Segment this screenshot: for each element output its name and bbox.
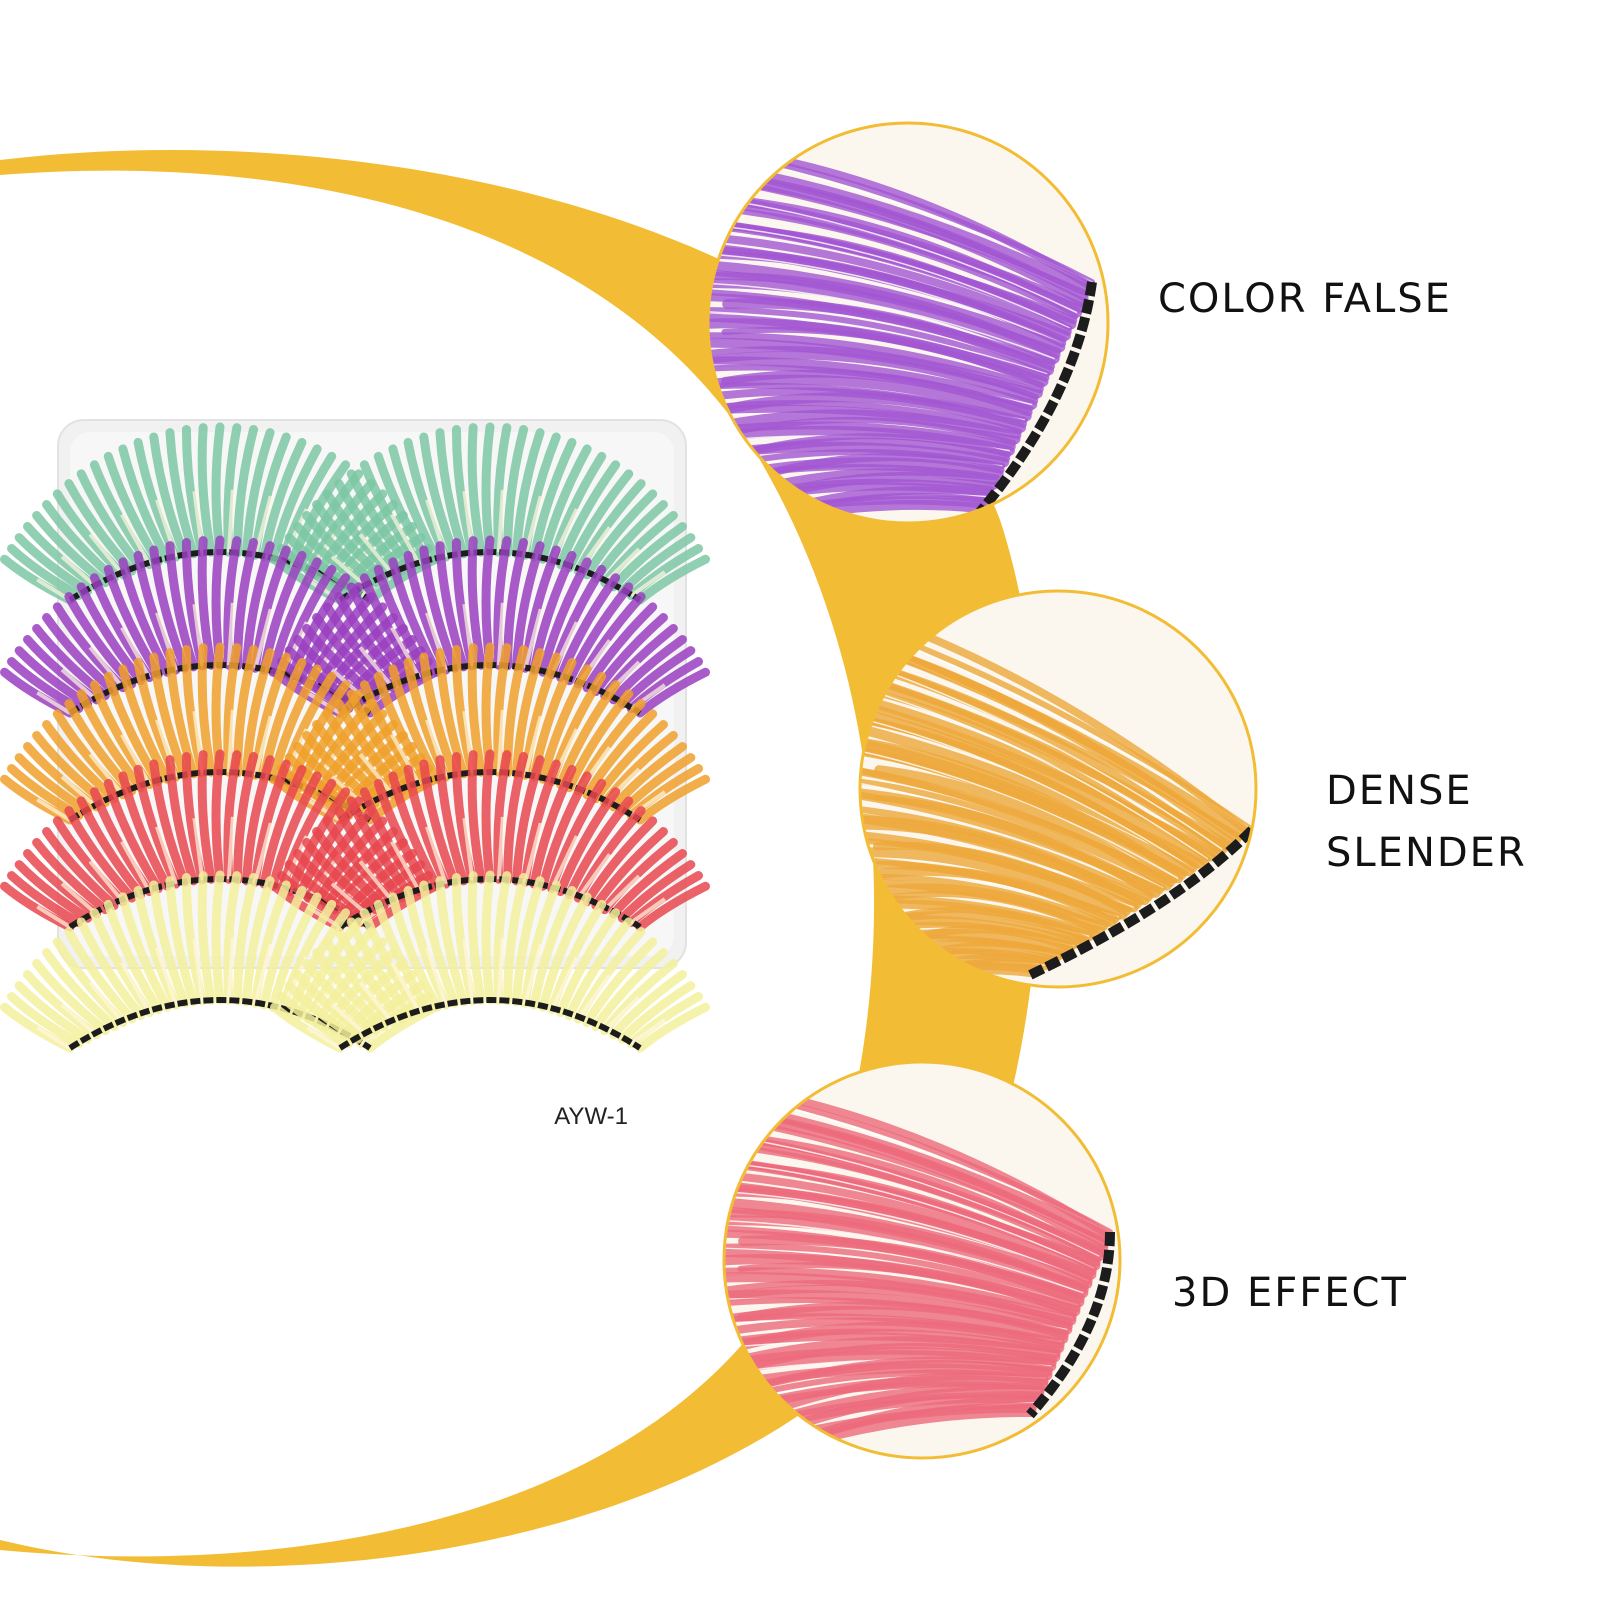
tray-code-label: AYW-1 — [554, 1103, 628, 1130]
lash-strip — [270, 870, 710, 1053]
feature-label-color-false: COLOR FALSE — [1158, 268, 1452, 330]
feature-label-dense-slender: DENSE SLENDER — [1326, 760, 1527, 884]
lash-rows — [0, 422, 710, 1053]
zoom-circle-2 — [858, 589, 1258, 989]
lash-band — [1027, 826, 1256, 980]
zoom-circle-2-ring — [858, 589, 1258, 989]
feature-text-line: COLOR FALSE — [1158, 276, 1452, 322]
lash-tray: AYW-1 — [0, 419, 710, 1130]
zoom-circle-3-ring — [722, 1060, 1122, 1460]
lash-band — [1026, 1231, 1115, 1419]
feature-text-line: 3D EFFECT — [1172, 1270, 1408, 1316]
lash-band — [338, 997, 642, 1051]
feature-label-3d-effect: 3D EFFECT — [1172, 1262, 1408, 1324]
zoom-circle-1-ring — [706, 121, 1110, 525]
lash-strip — [270, 749, 710, 932]
lash-band — [976, 281, 1097, 516]
feature-text-line: SLENDER — [1326, 830, 1527, 876]
feature-text-line: DENSE — [1326, 768, 1473, 814]
